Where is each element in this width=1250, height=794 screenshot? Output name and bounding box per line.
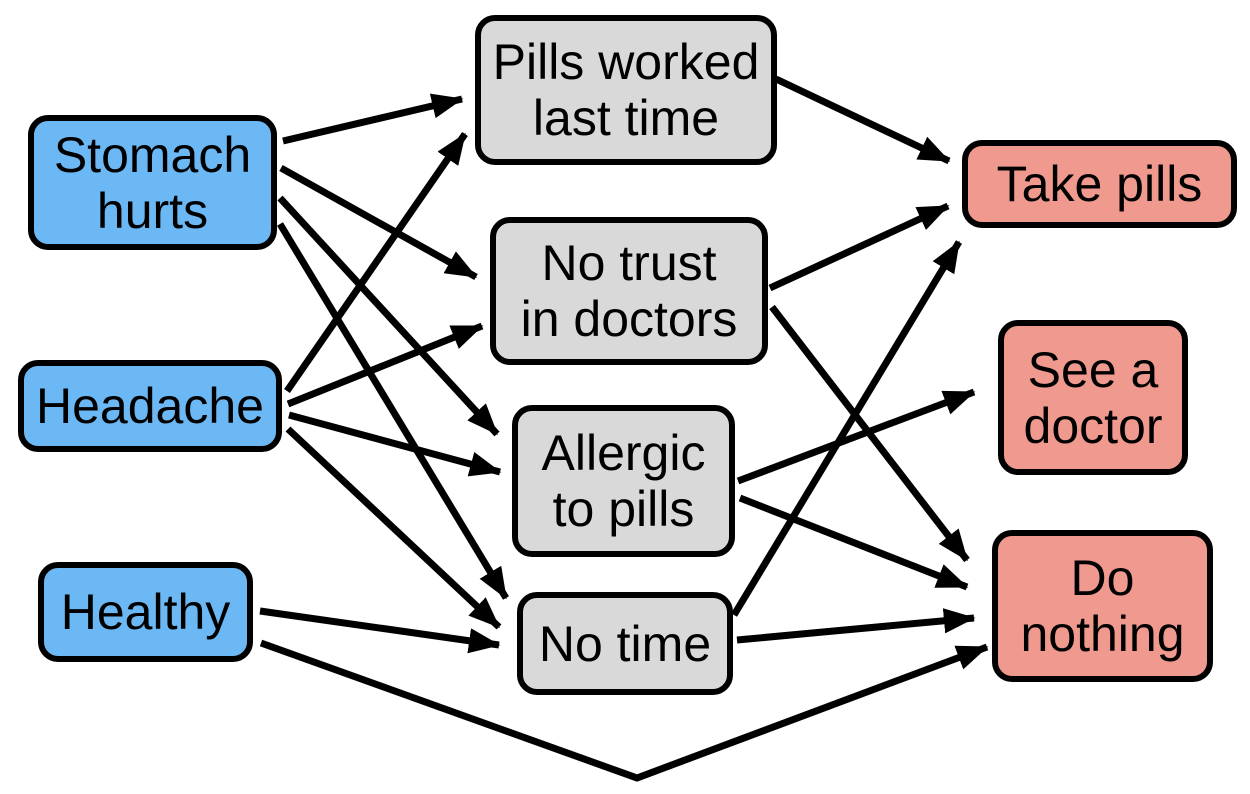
node-pills-worked-last-time-label: Pills worked last time [492, 34, 760, 146]
node-take-pills: Take pills [962, 140, 1237, 228]
edge-stomach-hurts-to-no-trust-in-doctors [279, 164, 478, 281]
edge-pills-worked-last-time-to-take-pills [774, 75, 951, 165]
edge-headache-to-no-time [285, 426, 502, 630]
edge-healthy-to-no-time [259, 607, 501, 654]
edge-stomach-hurts-to-allergic-to-pills [277, 195, 500, 437]
node-no-time-label: No time [538, 615, 712, 672]
node-stomach-hurts-label: Stomach hurts [53, 126, 252, 239]
node-no-time: No time [517, 592, 733, 695]
node-see-a-doctor-label: See a doctor [1023, 341, 1163, 454]
edge-stomach-hurts-to-no-time [277, 222, 509, 600]
edge-headache-to-allergic-to-pills [288, 411, 502, 477]
node-no-trust-in-doctors: No trust in doctors [490, 217, 768, 365]
edge-no-time-to-do-nothing [736, 608, 976, 644]
node-headache-label: Headache [36, 378, 264, 434]
edge-headache-to-pills-worked-last-time [284, 132, 468, 393]
node-headache: Headache [18, 360, 282, 452]
node-stomach-hurts: Stomach hurts [28, 115, 277, 250]
node-take-pills-label: Take pills [996, 156, 1203, 212]
edge-allergic-to-pills-to-see-a-doctor [736, 388, 976, 485]
node-see-a-doctor: See a doctor [998, 320, 1188, 475]
edge-healthy-to-do-nothing [259, 639, 989, 782]
edge-headache-to-no-trust-in-doctors [286, 322, 484, 408]
node-do-nothing-label: Do nothing [1020, 550, 1185, 662]
node-pills-worked-last-time: Pills worked last time [475, 15, 777, 165]
edge-stomach-hurts-to-pills-worked-last-time [282, 93, 464, 145]
edge-allergic-to-pills-to-do-nothing [738, 494, 969, 591]
node-allergic-to-pills: Allergic to pills [512, 405, 735, 557]
node-allergic-to-pills-label: Allergic to pills [541, 425, 706, 537]
edge-no-trust-in-doctors-to-take-pills [768, 202, 950, 292]
edge-no-time-to-take-pills [731, 240, 962, 617]
node-healthy: Healthy [38, 562, 253, 662]
node-no-trust-in-doctors-label: No trust in doctors [520, 235, 738, 347]
node-healthy-label: Healthy [60, 584, 231, 640]
node-do-nothing: Do nothing [992, 530, 1213, 682]
